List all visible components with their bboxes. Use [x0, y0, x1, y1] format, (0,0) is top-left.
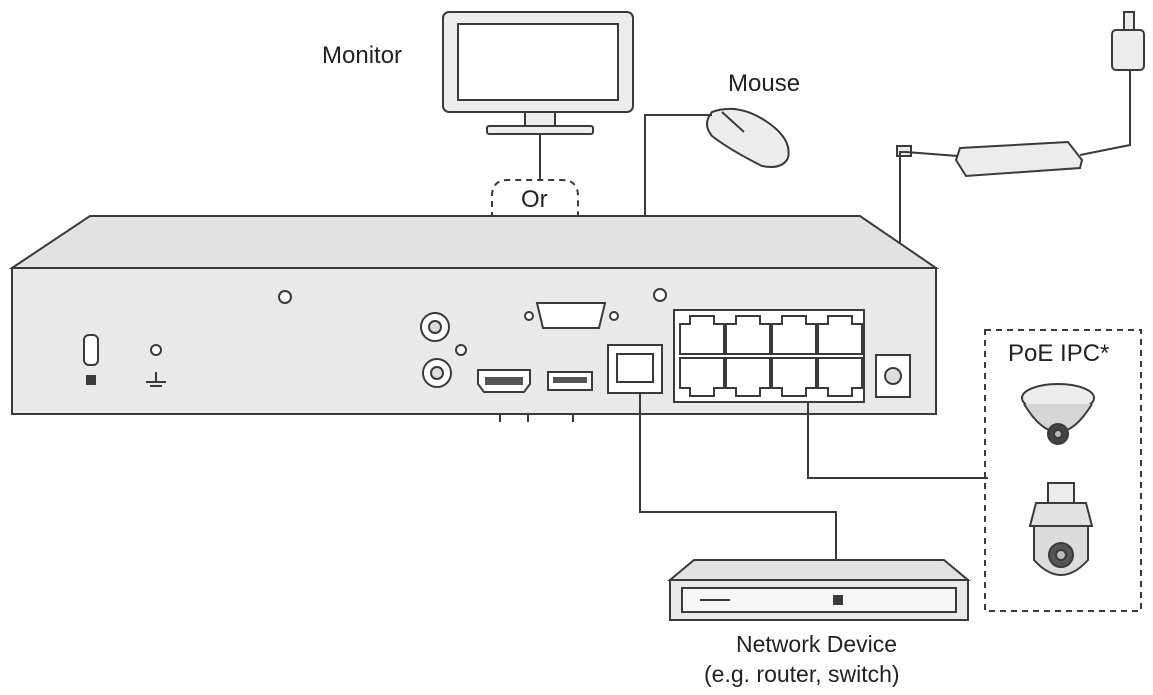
- ptz-camera-icon: [1028, 482, 1094, 576]
- power-adapter-illustration: [896, 11, 1145, 178]
- security-lock-slot: [83, 334, 99, 366]
- screw-left: [278, 290, 292, 304]
- monitor-label: Monitor: [322, 42, 403, 69]
- poe-port: [771, 315, 817, 355]
- poe-port: [817, 357, 863, 397]
- dome-camera-icon: [1021, 383, 1095, 445]
- mouse-cable: [644, 114, 712, 218]
- panel-tick-marks: [499, 414, 574, 422]
- ground-icon: [146, 372, 166, 387]
- power-cable-main: [1079, 70, 1131, 156]
- poe-port: [679, 357, 725, 397]
- lock-icon: [86, 375, 96, 385]
- poe-ipc-dashed-box: [984, 329, 1142, 612]
- ground-terminal: [150, 344, 162, 356]
- poe-port: [679, 315, 725, 355]
- screw-right: [653, 288, 667, 302]
- poe-port: [725, 315, 771, 355]
- poe-port: [817, 315, 863, 355]
- mouse-label: Mouse: [728, 70, 801, 97]
- lan-cable: [639, 393, 837, 560]
- poe-port: [725, 357, 771, 397]
- vga-port: [535, 302, 607, 329]
- poe-port: [771, 357, 817, 397]
- audio-in-port: [455, 344, 467, 356]
- poe-ipc-label: PoE IPC*: [1008, 340, 1110, 367]
- network-device-label: Network Device: [736, 631, 898, 657]
- or-label: Or: [521, 186, 548, 213]
- mouse-illustration: [706, 107, 790, 168]
- poe-cable: [807, 402, 988, 479]
- or-dashed-bracket: [491, 179, 579, 372]
- nvr-top-face: [8, 215, 940, 269]
- monitor-illustration: [442, 11, 634, 135]
- network-device-example-label: (e.g. router, switch): [704, 661, 900, 687]
- network-device-illustration: [667, 559, 971, 621]
